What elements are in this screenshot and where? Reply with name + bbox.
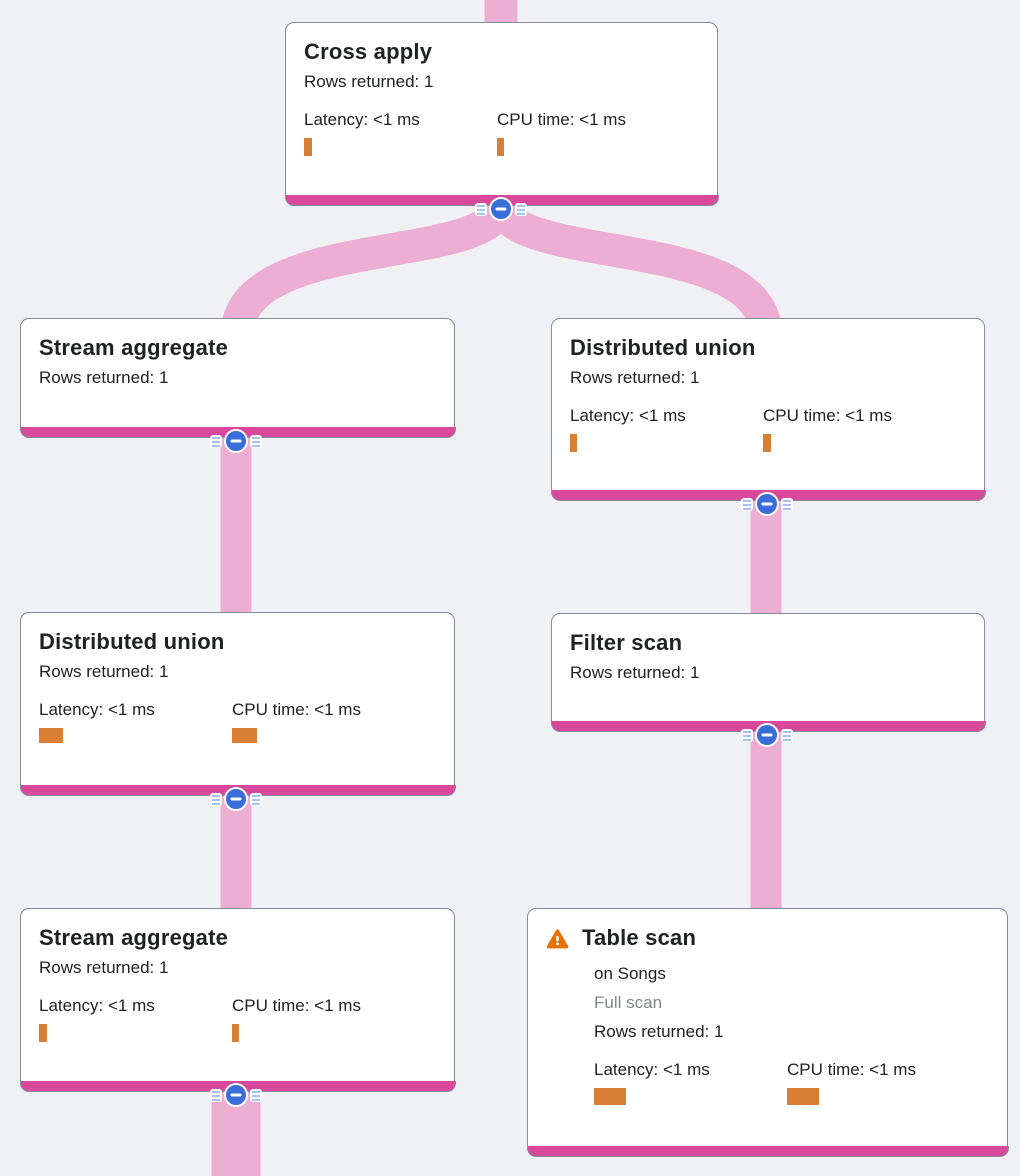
collapse-button-cross-apply[interactable] (475, 197, 527, 221)
node-title: Table scan (582, 925, 697, 950)
cpu-time-bar (232, 1024, 239, 1042)
node-title: Filter scan (570, 630, 683, 655)
latency-label: Latency: <1 ms (594, 1060, 710, 1079)
latency-label: Latency: <1 ms (304, 110, 420, 129)
minus-icon (224, 1083, 248, 1107)
plan-node-table-scan[interactable]: Table scan on Songs Full scan Rows retur… (526, 908, 1009, 1157)
collapse-button-distributed-union-1[interactable] (741, 492, 793, 516)
latency-bar (570, 434, 577, 452)
latency-bar (594, 1088, 626, 1105)
cpu-time-bar (497, 138, 504, 156)
stripe-chip (781, 497, 793, 511)
minus-icon (224, 787, 248, 811)
scan-type: Full scan (594, 993, 663, 1012)
stripe-chip (781, 728, 793, 742)
collapse-button-distributed-union-2[interactable] (210, 787, 262, 811)
collapse-button-stream-aggregate-2[interactable] (210, 1083, 262, 1107)
latency-bar (39, 1024, 47, 1042)
rows-returned: Rows returned: 1 (570, 368, 700, 387)
stripe-chip (741, 497, 753, 511)
latency-bar (39, 728, 63, 743)
rows-returned: Rows returned: 1 (39, 662, 169, 681)
stripe-chip (250, 1088, 262, 1102)
latency-label: Latency: <1 ms (39, 700, 155, 719)
node-title: Stream aggregate (39, 335, 229, 360)
cpu-time-label: CPU time: <1 ms (763, 406, 892, 425)
node-title: Cross apply (304, 39, 433, 64)
stripe-chip (210, 1088, 222, 1102)
stripe-chip (210, 792, 222, 806)
minus-icon (755, 492, 779, 516)
cpu-time-label: CPU time: <1 ms (232, 700, 361, 719)
minus-icon (224, 429, 248, 453)
plan-node-stream-aggregate-2[interactable]: Stream aggregate Rows returned: 1 Latenc… (19, 908, 456, 1092)
node-title: Distributed union (570, 335, 756, 360)
node-title: Stream aggregate (39, 925, 229, 950)
rows-returned: Rows returned: 1 (304, 72, 434, 91)
cpu-time-label: CPU time: <1 ms (497, 110, 626, 129)
edge-cross-apply-to-distributed-union-1 (484, 199, 783, 337)
stripe-chip (210, 434, 222, 448)
latency-label: Latency: <1 ms (39, 996, 155, 1015)
minus-icon (489, 197, 513, 221)
stripe-chip (515, 202, 527, 216)
cpu-time-bar (763, 434, 771, 452)
table-name: on Songs (594, 964, 666, 983)
plan-node-cross-apply[interactable]: Cross apply Rows returned: 1 Latency: <1… (284, 22, 719, 206)
node-title: Distributed union (39, 629, 225, 654)
minus-icon (755, 723, 779, 747)
stripe-chip (741, 728, 753, 742)
plan-node-filter-scan[interactable]: Filter scan Rows returned: 1 (550, 613, 986, 732)
collapse-button-filter-scan[interactable] (741, 723, 793, 747)
node-footer-bar (526, 1145, 1009, 1157)
cpu-time-label: CPU time: <1 ms (787, 1060, 916, 1079)
plan-node-stream-aggregate-1[interactable]: Stream aggregate Rows returned: 1 (19, 318, 456, 438)
rows-returned: Rows returned: 1 (39, 368, 169, 387)
latency-bar (304, 138, 312, 156)
warning-icon (546, 928, 569, 948)
edge-cross-apply-to-stream-aggregate-1 (220, 199, 518, 337)
plan-node-distributed-union-1[interactable]: Distributed union Rows returned: 1 Laten… (550, 318, 986, 501)
plan-node-distributed-union-2[interactable]: Distributed union Rows returned: 1 Laten… (19, 612, 456, 796)
collapse-button-stream-aggregate-1[interactable] (210, 429, 262, 453)
rows-returned: Rows returned: 1 (594, 1022, 724, 1041)
cpu-time-bar (232, 728, 257, 743)
stripe-chip (475, 202, 487, 216)
rows-returned: Rows returned: 1 (39, 958, 169, 977)
rows-returned: Rows returned: 1 (570, 663, 700, 682)
stripe-chip (250, 434, 262, 448)
latency-label: Latency: <1 ms (570, 406, 686, 425)
stripe-chip (250, 792, 262, 806)
cpu-time-bar (787, 1088, 819, 1105)
cpu-time-label: CPU time: <1 ms (232, 996, 361, 1015)
